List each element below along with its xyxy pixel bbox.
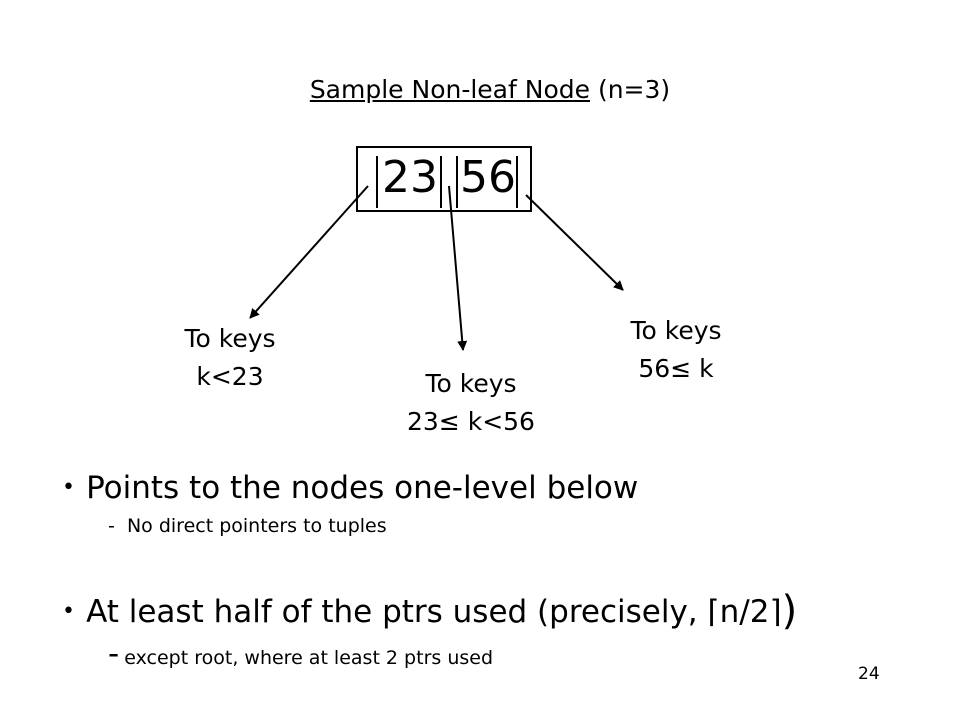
sub-text: except root, where at least 2 ptrs used — [124, 647, 494, 669]
label-left-line1: To keys — [184, 324, 276, 353]
ceiling-content: n/2 — [719, 594, 770, 630]
ceiling-open-icon: ⌈ — [707, 594, 720, 630]
slide-title-underlined: Sample Non-leaf Node — [309, 75, 591, 104]
slide-title: Sample Non-leaf Node (n=3) — [0, 75, 960, 104]
bullet-text: Points to the nodes one-level below — [86, 470, 639, 506]
label-right-lower: 56 — [638, 354, 671, 383]
label-right-var: k — [691, 354, 714, 383]
bullet-icon: • — [62, 475, 75, 500]
label-left-line2: k<23 — [196, 362, 264, 391]
bullet-icon: • — [62, 599, 75, 624]
label-middle-line2: 23≤ k<56 — [396, 403, 546, 441]
close-paren: ) — [781, 588, 798, 634]
pointer-separator — [516, 156, 518, 208]
pointer-separator — [376, 156, 378, 208]
le-symbol: ≤ — [438, 407, 460, 436]
sub-dash: - — [108, 636, 120, 672]
arrow-right — [525, 194, 624, 291]
label-middle-lower: 23 — [407, 407, 439, 436]
bullet-item: • At least half of the ptrs used (precis… — [62, 586, 798, 634]
arrow-left — [249, 185, 369, 319]
pointer-separator — [440, 156, 442, 208]
bullet-subitem: - No direct pointers to tuples — [108, 515, 387, 537]
bullet-subitem: - except root, where at least 2 ptrs use… — [108, 636, 493, 672]
page-number: 24 — [858, 664, 880, 684]
label-middle-upper: k<56 — [459, 407, 535, 436]
ceiling-close-icon: ⌉ — [769, 594, 782, 630]
label-right-line1: To keys — [630, 316, 722, 345]
label-right-line2: 56≤ k — [606, 350, 746, 388]
le-symbol: ≤ — [670, 354, 692, 383]
label-middle: To keys 23≤ k<56 — [396, 365, 546, 441]
pointer-separator — [456, 156, 458, 208]
label-left: To keys k<23 — [160, 320, 300, 396]
slide-title-suffix: (n=3) — [590, 75, 671, 104]
label-right: To keys 56≤ k — [606, 312, 746, 388]
node-key-1: 23 — [382, 152, 438, 203]
label-middle-line1: To keys — [425, 369, 517, 398]
bullet-item: • Points to the nodes one-level below — [62, 470, 638, 506]
arrow-middle — [448, 185, 468, 351]
bullet-text: At least half of the ptrs used (precisel… — [86, 594, 708, 630]
node-key-2: 56 — [460, 152, 516, 203]
non-leaf-node: 23 56 — [356, 146, 532, 212]
sub-text: No direct pointers to tuples — [126, 515, 387, 537]
sub-dash: - — [108, 515, 115, 537]
